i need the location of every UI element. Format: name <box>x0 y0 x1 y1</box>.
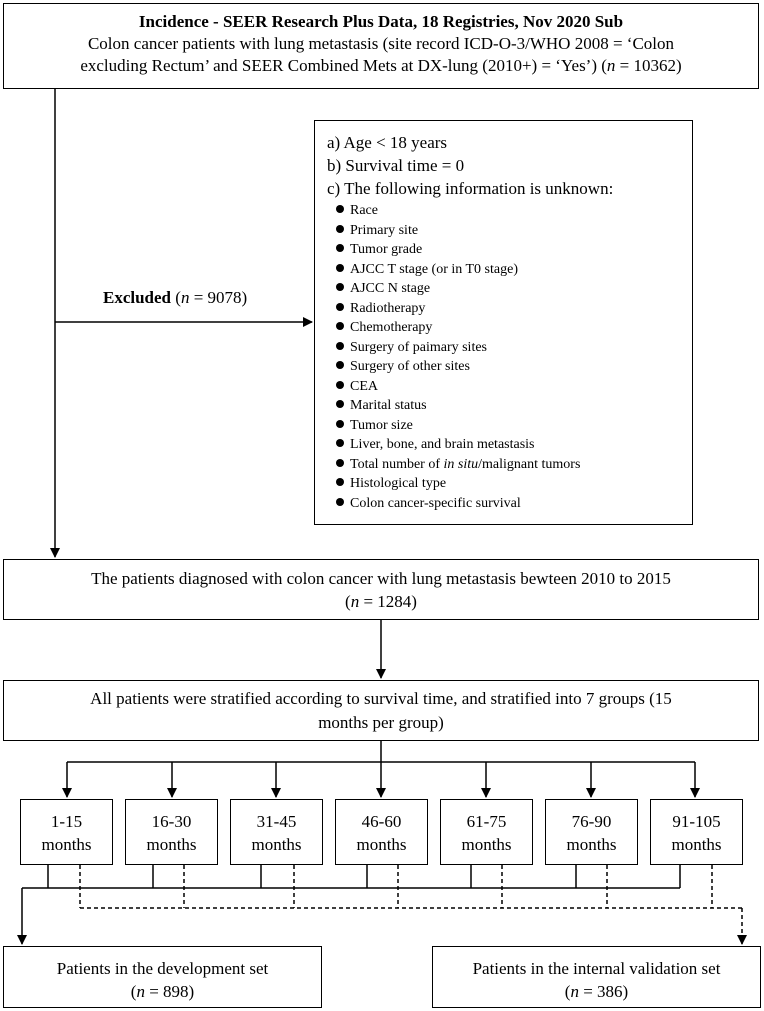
bullet-icon <box>336 341 344 350</box>
bullet-icon <box>336 263 344 272</box>
bullet-icon <box>336 302 344 311</box>
list-item: Surgery of paimary sites <box>327 338 692 358</box>
list-item: Race <box>327 201 692 221</box>
source-population-box: Incidence - SEER Research Plus Data, 18 … <box>3 3 759 89</box>
bullet-icon <box>336 322 344 330</box>
bullet-icon <box>336 361 344 369</box>
bullet-icon <box>336 458 344 467</box>
excluded-count: = 9078) <box>189 288 248 307</box>
list-item: Marital status <box>327 396 692 416</box>
excluded-paren: ( <box>171 288 181 307</box>
bullet-icon <box>336 380 344 389</box>
n-symbol: n <box>606 56 616 75</box>
source-description-line2: excluding Rectum’ and SEER Combined Mets… <box>4 55 758 77</box>
n-symbol: n <box>136 982 145 1001</box>
criterion-age: a) Age < 18 years <box>327 133 448 152</box>
stratification-box: All patients were stratified according t… <box>3 680 759 741</box>
list-item: Histological type <box>327 474 692 494</box>
n-symbol: n <box>350 592 360 611</box>
source-description-line1: Colon cancer patients with lung metastas… <box>87 34 675 53</box>
bullet-icon <box>336 400 344 408</box>
exclusion-criteria-box: a) Age < 18 years b) Survival time = 0 c… <box>314 120 693 525</box>
list-item: Total number of in situ/malignant tumors <box>327 455 692 475</box>
cohort-count-line: (n = 1284) <box>345 592 417 611</box>
list-item: Tumor grade <box>327 240 692 260</box>
validation-count: = 386) <box>578 982 629 1001</box>
bullet-icon <box>336 283 344 291</box>
bullet-icon <box>336 224 344 233</box>
bullet-icon <box>336 497 344 506</box>
bullet-icon <box>336 419 344 428</box>
source-count: = 10362) <box>615 56 682 75</box>
validation-count-line: (n = 386) <box>564 982 629 1001</box>
list-item: AJCC N stage <box>327 279 692 299</box>
criterion-unknown-info: c) The following information is unknown: <box>327 179 614 198</box>
list-item: Colon cancer-specific survival <box>327 494 692 514</box>
validation-lines <box>79 865 747 945</box>
list-item: Surgery of other sites <box>327 357 692 377</box>
validation-set-box: Patients in the internal validation set … <box>432 946 761 1008</box>
n-symbol: n <box>570 982 579 1001</box>
source-description-line2-text: excluding Rectum’ and SEER Combined Mets… <box>80 56 607 75</box>
list-item: Primary site <box>327 221 692 241</box>
cohort-description: The patients diagnosed with colon cancer… <box>91 569 671 588</box>
development-count-line: (n = 898) <box>130 982 195 1001</box>
bullet-icon <box>336 478 344 486</box>
bullet-icon <box>336 205 344 213</box>
excluded-keyword: Excluded <box>103 288 172 307</box>
development-set-label: Patients in the development set <box>56 959 269 978</box>
bullet-icon <box>336 439 344 447</box>
source-title: Incidence - SEER Research Plus Data, 18 … <box>138 12 624 31</box>
stratification-line2: months per group) <box>318 713 444 732</box>
list-item: AJCC T stage (or in T0 stage) <box>327 260 692 280</box>
n-symbol: n <box>180 288 190 307</box>
list-item: Radiotherapy <box>327 299 692 319</box>
excluded-label: Excluded (n = 9078) <box>103 288 247 308</box>
list-item: Tumor size <box>327 416 692 436</box>
list-item: CEA <box>327 377 692 397</box>
stratification-line1: All patients were stratified according t… <box>90 689 672 708</box>
development-set-box: Patients in the development set (n = 898… <box>3 946 322 1008</box>
list-item: Chemotherapy <box>327 318 692 338</box>
development-count: = 898) <box>144 982 195 1001</box>
validation-set-label: Patients in the internal validation set <box>472 959 721 978</box>
development-lines <box>17 865 681 945</box>
study-cohort-box: The patients diagnosed with colon cancer… <box>3 559 759 620</box>
criterion-survival-time: b) Survival time = 0 <box>327 156 465 175</box>
cohort-count: = 1284) <box>359 592 417 611</box>
unknown-items-list: Race Primary site Tumor grade AJCC T sta… <box>327 201 692 513</box>
bullet-icon <box>336 244 344 252</box>
list-item: Liver, bone, and brain metastasis <box>327 435 692 455</box>
